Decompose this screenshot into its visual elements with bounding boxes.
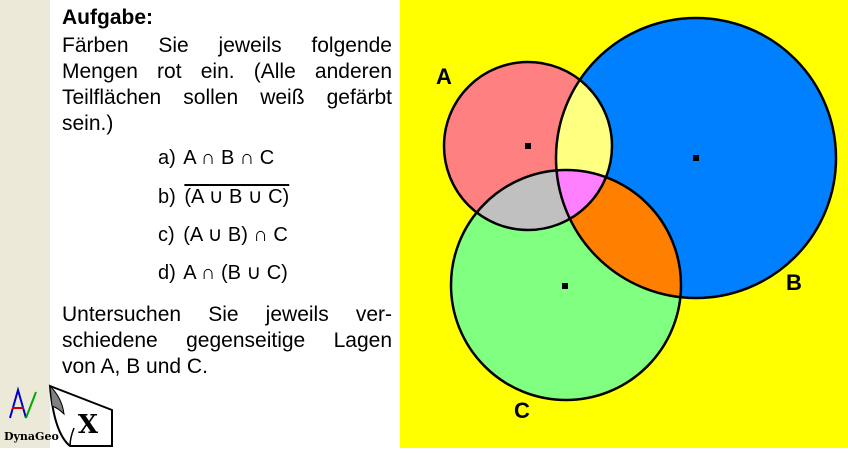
venn-canvas: A B C bbox=[400, 0, 848, 448]
label-a: A bbox=[436, 64, 452, 89]
logo-text: DynaGeo bbox=[4, 430, 59, 443]
outro-paragraph: Untersuchen Sie jeweils ver- schiedene g… bbox=[62, 302, 392, 380]
task-title: Aufgabe: bbox=[62, 6, 153, 29]
task-expression: A ∩ B ∩ C bbox=[183, 147, 275, 169]
label-b: B bbox=[786, 270, 802, 295]
task-expression: A ∩ (B ∪ C) bbox=[183, 262, 288, 284]
intro-paragraph: Färben Sie jeweils folgende Mengen rot e… bbox=[62, 33, 392, 137]
task-d: d) A ∩ (B ∪ C) bbox=[158, 260, 288, 285]
intro-line: Färben Sie jeweils folgende bbox=[62, 34, 392, 57]
center-point-b[interactable] bbox=[693, 155, 699, 161]
intro-line: Mengen rot ein. (Alle anderen bbox=[62, 60, 392, 83]
task-a: a) A ∩ B ∩ C bbox=[158, 147, 274, 170]
circle-b-outline[interactable] bbox=[554, 16, 838, 300]
label-c: C bbox=[514, 398, 530, 423]
instructions-panel: Aufgabe: Färben Sie jeweils folgende Men… bbox=[50, 0, 400, 448]
outro-line: von A, B und C. bbox=[62, 355, 208, 378]
intro-line: Teilflächen sollen weiß gefärbt bbox=[62, 86, 392, 109]
center-point-a[interactable] bbox=[525, 143, 531, 149]
task-expression: (A ∪ B) ∩ C bbox=[183, 224, 288, 246]
dynageo-logo: X DynaGeo bbox=[0, 378, 130, 448]
task-label: b) bbox=[158, 186, 176, 208]
intro-line: sein.) bbox=[62, 112, 114, 135]
circle-c-outline[interactable] bbox=[449, 168, 683, 402]
task-c: c) (A ∪ B) ∩ C bbox=[158, 222, 288, 247]
outro-line: schiedene gegenseitige Lagen bbox=[62, 329, 392, 352]
task-label: a) bbox=[158, 147, 176, 169]
task-label: d) bbox=[158, 262, 176, 284]
task-b: b) (A ∪ B ∪ C) bbox=[158, 184, 289, 209]
circle-a-outline[interactable] bbox=[442, 60, 614, 232]
center-point-c[interactable] bbox=[562, 283, 568, 289]
task-expression: (A ∪ B ∪ C) bbox=[184, 186, 290, 208]
outro-line: Untersuchen Sie jeweils ver- bbox=[62, 303, 392, 326]
task-label: c) bbox=[158, 224, 175, 246]
svg-text:X: X bbox=[78, 410, 99, 440]
